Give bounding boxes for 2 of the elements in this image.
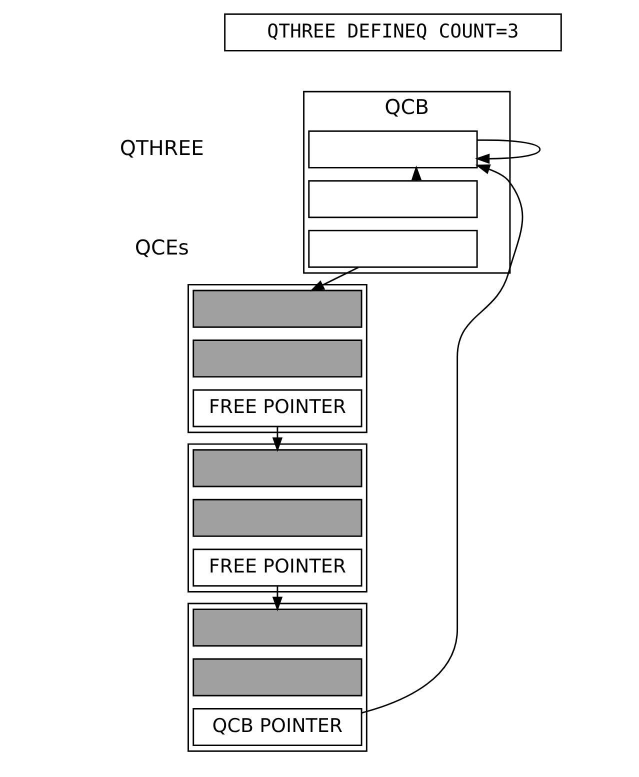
label: QCEs [134, 235, 189, 260]
label: QTHREE [120, 136, 204, 160]
